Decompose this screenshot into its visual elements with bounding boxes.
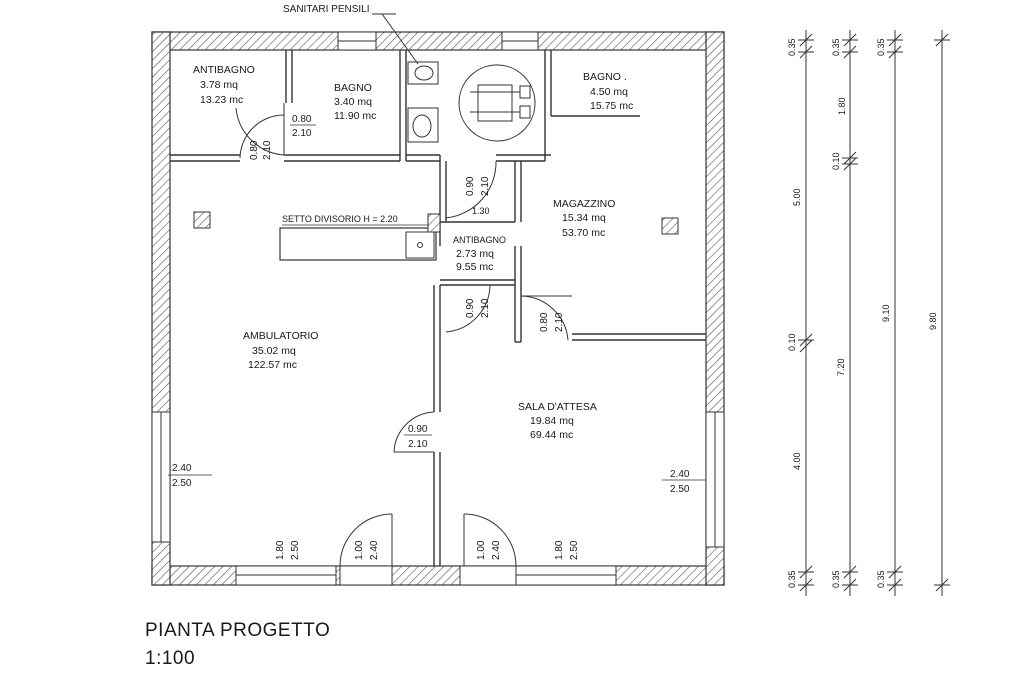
dim-col2-2: 0.10 [831, 152, 841, 170]
door-label-d1: 0.80 2.10 [249, 140, 273, 160]
dim-col4-0: 9.80 [928, 312, 938, 330]
room-name: AMBULATORIO [243, 330, 318, 342]
room-bagno-2: BAGNO . 4.50 mq 15.75 mc [583, 71, 633, 112]
room-area: 2.73 mq [456, 248, 494, 260]
room-volume: 13.23 mc [200, 94, 243, 106]
door-width: 0.90 [465, 298, 476, 318]
room-area: 15.34 mq [562, 212, 606, 224]
door-label-d5: 0.80 2.10 [539, 312, 565, 332]
dim-col3-2: 0.35 [876, 570, 886, 588]
window-label-bottom-right: 1.80 2.50 [554, 540, 580, 560]
door-label-entrance-right: 1.00 2.40 [476, 540, 502, 560]
door-height: 2.10 [554, 312, 565, 332]
room-name: MAGAZZINO [553, 198, 615, 210]
room-ambulatorio: AMBULATORIO 35.02 mq 122.57 mc [243, 330, 318, 371]
pillars [193, 211, 679, 235]
dimension-labels: 0.35 5.00 0.10 4.00 0.35 0.35 1.80 0.10 … [787, 38, 938, 588]
room-area: 19.84 mq [530, 415, 574, 427]
door-label-entrance-left: 1.00 2.40 [354, 540, 380, 560]
door-label-d4: 0.90 2.10 [465, 298, 491, 318]
sanitary-fixtures [407, 61, 536, 143]
room-volume: 69.44 mc [530, 429, 573, 441]
room-area: 35.02 mq [252, 345, 296, 357]
window-label-bottom-left: 1.80 2.50 [275, 540, 301, 560]
room-name: SALA D'ATTESA [518, 401, 597, 413]
room-bagno-1: BAGNO 3.40 mq 11.90 mc [334, 82, 376, 122]
window-height: 2.50 [290, 540, 301, 560]
room-magazzino: MAGAZZINO 15.34 mq 53.70 mc [553, 198, 615, 239]
room-volume: 15.75 mc [590, 100, 633, 112]
door-swings [235, 103, 572, 567]
door-height: 2.40 [369, 540, 380, 560]
room-name: ANTIBAGNO [453, 235, 506, 245]
door-height: 2.40 [491, 540, 502, 560]
note-leader-diag [381, 13, 419, 65]
room-area: 4.50 mq [590, 86, 628, 98]
door-width: 0.80 [539, 312, 550, 332]
door-width: 0.90 [465, 176, 476, 196]
room-volume: 9.55 mc [456, 261, 493, 273]
dim-col2-3: 7.20 [836, 358, 846, 376]
door-width: 1.00 [476, 540, 487, 560]
window-width: 2.40 [172, 463, 192, 474]
plan-title: PIANTA PROGETTO [145, 620, 331, 641]
door-width: 0.80 [249, 140, 260, 160]
room-area: 3.40 mq [334, 96, 372, 108]
door-label-d2: 0.80 2.10 [290, 114, 316, 139]
door-width: 1.00 [354, 540, 365, 560]
room-sala-attesa: SALA D'ATTESA 19.84 mq 69.44 mc [518, 401, 597, 441]
window-height: 2.50 [172, 478, 192, 489]
dim-col3-1: 9.10 [881, 304, 891, 322]
dim-col2-1: 1.80 [837, 97, 847, 115]
room-name: BAGNO . [583, 71, 627, 83]
door-width: 0.90 [408, 424, 428, 435]
window-lines [160, 40, 716, 576]
window-width: 1.80 [554, 540, 565, 560]
plan-scale: 1:100 [145, 648, 196, 669]
door-height: 2.10 [408, 439, 428, 450]
door-height: 2.10 [480, 176, 491, 196]
dim-col1-2: 0.10 [787, 333, 797, 351]
dim-col2-4: 0.35 [831, 570, 841, 588]
window-label-left: 2.40 2.50 [168, 463, 212, 489]
room-antibagno-2: ANTIBAGNO 2.73 mq 9.55 mc [453, 235, 506, 273]
dimension-lines [798, 30, 950, 596]
room-name: ANTIBAGNO [193, 64, 255, 76]
room-volume: 11.90 mc [334, 110, 376, 122]
window-width: 1.80 [275, 540, 286, 560]
room-area: 3.78 mq [200, 79, 238, 91]
partition-label: SETTO DIVISORIO H = 2.20 [282, 214, 398, 224]
dim-col1-4: 0.35 [787, 570, 797, 588]
dim-col1-3: 4.00 [792, 452, 802, 470]
room-volume: 53.70 mc [562, 227, 605, 239]
note-sanitari: SANITARI PENSILI [283, 4, 370, 15]
door-label-d6: 0.90 2.10 [404, 424, 432, 450]
dim-col3-0: 0.35 [876, 38, 886, 56]
door-height: 2.10 [262, 140, 273, 160]
dim-col2-0: 0.35 [831, 38, 841, 56]
window-height: 2.50 [670, 484, 690, 495]
room-antibagno-1: ANTIBAGNO 3.78 mq 13.23 mc [193, 64, 255, 106]
room-volume: 122.57 mc [248, 359, 297, 371]
window-height: 2.50 [569, 540, 580, 560]
door-label-d3: 0.90 2.10 [465, 176, 491, 196]
window-label-right: 2.40 2.50 [662, 469, 706, 495]
corridor-width: 1.30 [472, 206, 490, 216]
door-height: 2.10 [292, 128, 312, 139]
room-name: BAGNO [334, 82, 372, 94]
dim-col1-0: 0.35 [787, 38, 797, 56]
partition-wall [279, 213, 441, 261]
dim-col1-1: 5.00 [792, 188, 802, 206]
door-width: 0.80 [292, 114, 312, 125]
door-height: 2.10 [480, 298, 491, 318]
window-width: 2.40 [670, 469, 690, 480]
